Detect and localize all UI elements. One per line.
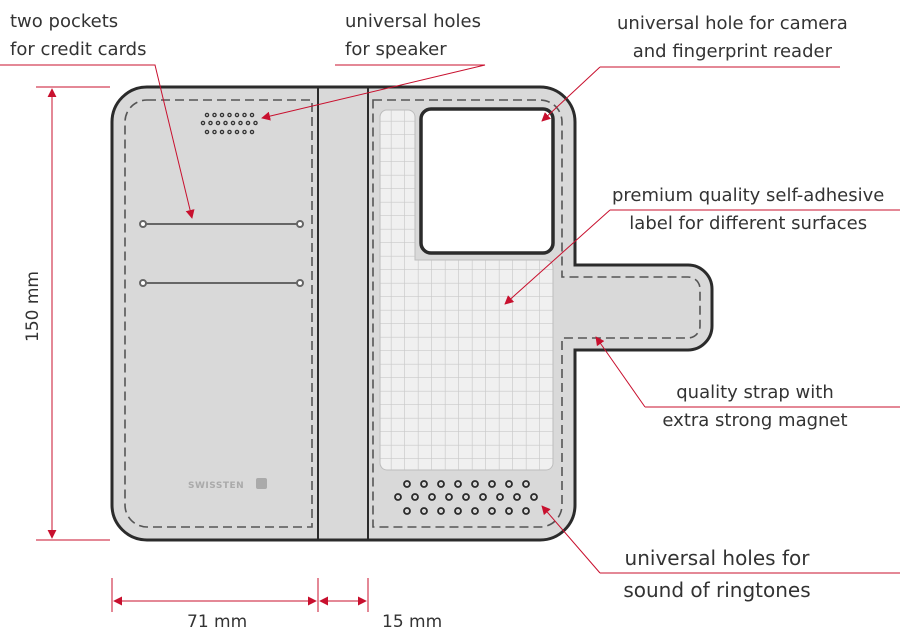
hole bbox=[411, 493, 419, 501]
hole bbox=[437, 480, 445, 488]
hole bbox=[471, 507, 479, 515]
hole bbox=[219, 129, 225, 135]
callout-camera: universal hole for camera and fingerprin… bbox=[617, 10, 848, 66]
hole bbox=[445, 493, 453, 501]
callout-line: and fingerprint reader bbox=[632, 41, 832, 62]
callout-line: premium quality self-adhesive bbox=[612, 185, 885, 206]
hole bbox=[479, 493, 487, 501]
hole bbox=[242, 112, 247, 118]
logo: SWISSTEN bbox=[188, 481, 244, 491]
hole bbox=[208, 120, 213, 126]
hole bbox=[234, 129, 240, 135]
hole bbox=[505, 507, 513, 515]
hole bbox=[505, 480, 513, 488]
hole bbox=[204, 129, 210, 135]
hole bbox=[230, 120, 236, 126]
hole bbox=[227, 129, 232, 135]
height-dimension: 150 mm bbox=[23, 271, 43, 342]
hole bbox=[471, 480, 479, 488]
hole bbox=[403, 507, 411, 515]
hole bbox=[420, 507, 428, 515]
speaker-holes bbox=[200, 112, 258, 135]
hole bbox=[253, 120, 258, 126]
hole bbox=[204, 112, 210, 118]
hole bbox=[496, 493, 504, 501]
callout-line: for speaker bbox=[345, 39, 447, 60]
hole bbox=[223, 120, 228, 126]
hole bbox=[234, 112, 240, 118]
hole bbox=[212, 112, 217, 118]
callout-leaders bbox=[0, 64, 900, 574]
ringtone-holes bbox=[394, 480, 538, 515]
strap-dimension: 15 mm bbox=[382, 612, 443, 632]
hole bbox=[428, 493, 436, 501]
callout-line: universal holes bbox=[345, 11, 481, 32]
adhesive-label bbox=[379, 109, 554, 471]
callout-line: label for different surfaces bbox=[629, 213, 868, 234]
hole bbox=[454, 507, 462, 515]
spine bbox=[317, 88, 369, 539]
width-dimension: 71 mm bbox=[187, 612, 248, 632]
dimension-lines bbox=[36, 86, 369, 612]
hole bbox=[245, 120, 251, 126]
callout-line: extra strong magnet bbox=[662, 410, 848, 431]
camera-hole bbox=[419, 107, 555, 255]
hole bbox=[403, 480, 411, 488]
callout-speaker: universal holes for speaker bbox=[345, 8, 481, 64]
hole bbox=[212, 129, 217, 135]
hole bbox=[394, 493, 402, 501]
hole bbox=[215, 120, 221, 126]
hole bbox=[462, 493, 470, 501]
callout-line: for credit cards bbox=[10, 39, 147, 60]
hole bbox=[522, 480, 530, 488]
hole bbox=[454, 480, 462, 488]
hole bbox=[227, 112, 232, 118]
hole bbox=[200, 120, 206, 126]
hole bbox=[513, 493, 521, 501]
callout-line: universal holes for bbox=[624, 546, 810, 570]
hole bbox=[437, 507, 445, 515]
callout-line: universal hole for camera bbox=[617, 13, 848, 34]
callout-line: sound of ringtones bbox=[623, 578, 811, 602]
hole bbox=[249, 112, 255, 118]
hole bbox=[488, 480, 496, 488]
callout-line: two pockets bbox=[10, 11, 119, 32]
hole bbox=[219, 112, 225, 118]
hole bbox=[522, 507, 530, 515]
hole bbox=[420, 480, 428, 488]
callout-pockets: two pockets for credit cards bbox=[10, 8, 146, 64]
hole bbox=[488, 507, 496, 515]
callout-strap: quality strap with extra strong magnet bbox=[655, 379, 855, 435]
callout-ringtones: universal holes for sound of ringtones bbox=[617, 542, 817, 606]
hole bbox=[249, 129, 255, 135]
callout-line: quality strap with bbox=[676, 382, 834, 403]
hole bbox=[238, 120, 243, 126]
stitching bbox=[124, 99, 701, 528]
callout-label: premium quality self-adhesive label for … bbox=[612, 182, 884, 238]
card-pockets bbox=[139, 220, 304, 287]
hole bbox=[242, 129, 247, 135]
